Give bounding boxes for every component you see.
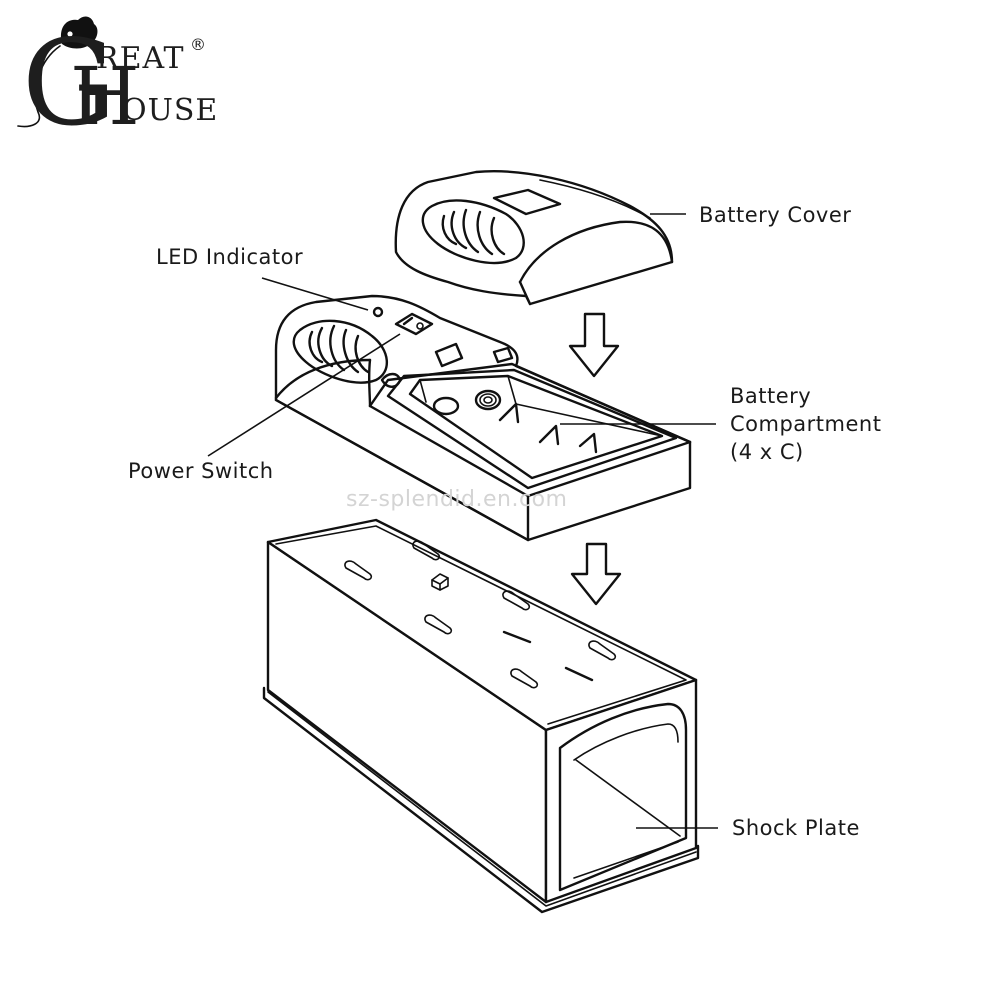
led-indicator-light (372, 306, 384, 318)
watermark-text: sz-splendid.en.com (346, 487, 567, 512)
cover-vent-slots (441, 208, 506, 256)
power-switch (394, 312, 434, 336)
battery-compartment-label-line2: Compartment (730, 412, 881, 436)
battery-contact-1 (432, 396, 460, 416)
logo-letter-h: H (70, 50, 140, 143)
logo-registered-mark: ® (190, 35, 206, 54)
mounting-keyholes (344, 540, 617, 689)
logo-letter-g: G (22, 14, 116, 152)
battery-spring-contact (474, 389, 502, 411)
power-switch-leader (207, 333, 401, 457)
down-arrow-icon (570, 542, 622, 606)
logo-word-ouse: OUSE (122, 93, 218, 128)
control-unit (274, 294, 692, 542)
battery-compartment-label-line3: (4 x C) (730, 440, 804, 464)
unit-vent-slots (308, 324, 370, 374)
down-arrow-icon (568, 312, 620, 378)
led-indicator-label: LED Indicator (156, 245, 303, 269)
logo-word-reat: REAT (96, 41, 185, 76)
battery-compartment-label-line1: Battery (730, 384, 811, 408)
top-cube-knob (431, 573, 449, 591)
mouse-icon (17, 16, 98, 128)
battery-cover (394, 170, 674, 306)
shock-plate-label: Shock Plate (732, 816, 860, 840)
power-switch-label: Power Switch (128, 459, 274, 483)
led-indicator-leader (261, 277, 369, 311)
trap-body (262, 518, 700, 914)
brand-logo: G REAT ® H OUSE (17, 14, 218, 152)
battery-cover-label: Battery Cover (699, 203, 851, 227)
